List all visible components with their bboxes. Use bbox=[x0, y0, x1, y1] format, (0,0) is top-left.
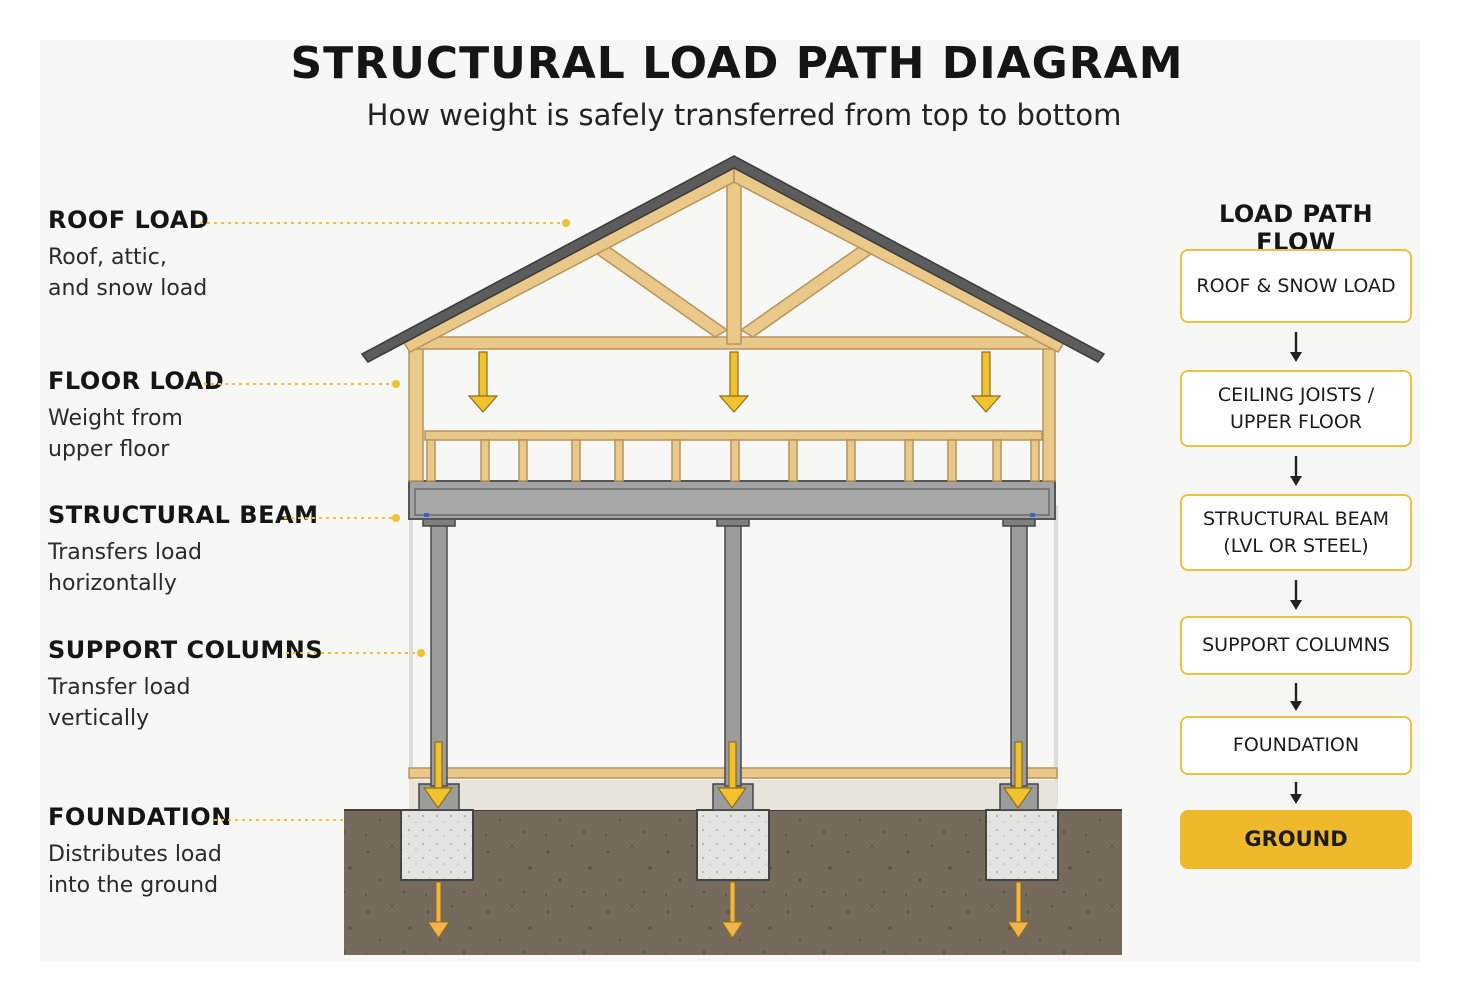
upper-floor-framing bbox=[408, 343, 1056, 482]
page-subtitle: How weight is safely transferred from to… bbox=[366, 98, 1122, 132]
flow-title: LOAD PATH FLOW bbox=[1218, 200, 1374, 256]
flow-step-text: GROUND bbox=[1244, 827, 1348, 851]
flow-step-text: FOUNDATION bbox=[1232, 734, 1360, 756]
flow-arrow-down-icon bbox=[1290, 580, 1302, 610]
label-description: Weight from upper floor bbox=[48, 403, 224, 465]
label-line: Roof, attic, bbox=[48, 245, 167, 270]
label-description: Transfers load horizontally bbox=[48, 537, 318, 599]
ground-arrows bbox=[427, 881, 1030, 939]
label-foundation: FOUNDATION Distributes load into the gro… bbox=[48, 803, 232, 901]
label-description: Distributes load into the ground bbox=[48, 839, 232, 901]
label-support-columns: SUPPORT COLUMNS Transfer load vertically bbox=[48, 636, 323, 734]
flow-step-foundation: FOUNDATION bbox=[1180, 716, 1412, 775]
flow-step-text: SUPPORT COLUMNS bbox=[1202, 634, 1390, 656]
label-line: and snow load bbox=[48, 276, 208, 301]
footings bbox=[400, 809, 1059, 881]
label-line: Transfers load bbox=[48, 540, 202, 565]
flow-step-columns: SUPPORT COLUMNS bbox=[1180, 616, 1412, 675]
roof-truss bbox=[402, 165, 1066, 353]
label-line: Weight from bbox=[48, 406, 183, 431]
label-line: horizontally bbox=[48, 571, 177, 596]
flow-step-text: (LVL OR STEEL) bbox=[1223, 534, 1369, 557]
label-line: Distributes load bbox=[48, 842, 222, 867]
flow-arrow-down-icon bbox=[1290, 456, 1302, 486]
flow-arrow-down-icon bbox=[1290, 782, 1302, 804]
flow-step-text: ROOF & SNOW LOAD bbox=[1196, 274, 1396, 297]
flow-step-beam: STRUCTURAL BEAM (LVL OR STEEL) bbox=[1180, 494, 1412, 571]
label-heading: STRUCTURAL BEAM bbox=[48, 501, 319, 529]
label-roof-load: ROOF LOAD Roof, attic, and snow load bbox=[48, 206, 209, 304]
flow-arrow-down-icon bbox=[1290, 683, 1302, 711]
label-description: Transfer load vertically bbox=[48, 672, 323, 734]
label-heading: FLOOR LOAD bbox=[48, 367, 225, 395]
flow-step-roof: ROOF & SNOW LOAD bbox=[1180, 249, 1412, 323]
flow-step-text: STRUCTURAL BEAM bbox=[1202, 507, 1390, 530]
lower-wall-right bbox=[1054, 505, 1058, 805]
label-structural-beam: STRUCTURAL BEAM Transfers load horizonta… bbox=[48, 501, 318, 599]
flow-step-ceiling: CEILING JOISTS / UPPER FLOOR bbox=[1180, 370, 1412, 447]
flow-arrow-down-icon bbox=[1290, 332, 1302, 362]
lower-wall-left bbox=[409, 505, 413, 805]
label-heading: FOUNDATION bbox=[48, 803, 232, 831]
roof-cover bbox=[360, 155, 1106, 363]
label-line: Transfer load bbox=[48, 675, 191, 700]
support-columns bbox=[430, 523, 1028, 787]
label-description: Roof, attic, and snow load bbox=[48, 242, 209, 304]
label-floor-load: FLOOR LOAD Weight from upper floor bbox=[48, 367, 224, 465]
flow-step-text: CEILING JOISTS / bbox=[1217, 383, 1375, 406]
leader-lines bbox=[200, 222, 562, 821]
label-line: into the ground bbox=[48, 873, 219, 898]
page-title: STRUCTURAL LOAD PATH DIAGRAM bbox=[290, 38, 1184, 89]
label-heading: SUPPORT COLUMNS bbox=[48, 636, 324, 664]
load-arrows bbox=[422, 351, 1034, 810]
label-line: vertically bbox=[48, 706, 150, 731]
label-line: upper floor bbox=[48, 437, 170, 462]
label-heading: ROOF LOAD bbox=[48, 206, 210, 234]
flow-step-text: UPPER FLOOR bbox=[1229, 410, 1363, 433]
flow-step-ground: GROUND bbox=[1180, 810, 1412, 869]
